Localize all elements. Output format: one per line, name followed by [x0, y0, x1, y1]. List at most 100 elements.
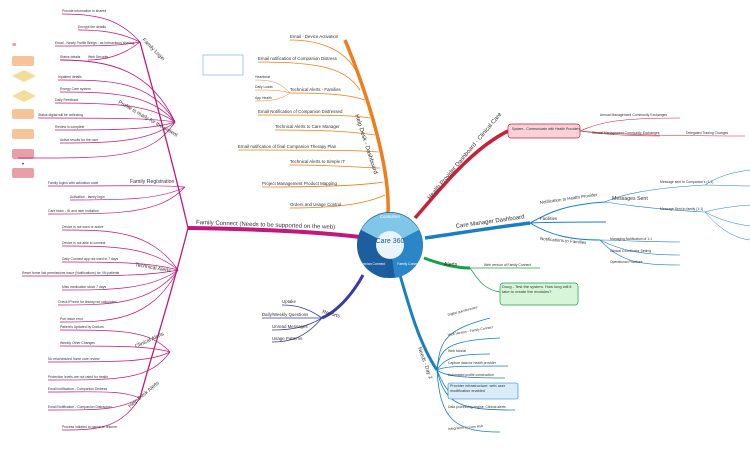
family-login-item-0[interactable]: Provide information in shared: [62, 9, 106, 13]
branch-next-steps: [398, 274, 516, 433]
central-topic[interactable]: Care 360 Consumer Clinician Connect Fami…: [357, 212, 423, 278]
care-manager-item-3[interactable]: Notifications to Families: [540, 236, 587, 245]
reports-item-0[interactable]: Uptake: [282, 299, 296, 304]
alerts-web-label[interactable]: Web version of Family Connect: [484, 263, 531, 267]
next-steps-box[interactable]: [447, 382, 519, 400]
next-step-item-2[interactable]: Web tutorial: [448, 349, 466, 353]
next-steps-box-fo: Provider infrastructure: web-user modifi…: [450, 384, 505, 393]
next-step-item-0[interactable]: Digital questionnaire: [447, 305, 478, 317]
next-step-item-1[interactable]: Web Version - Family Connect: [447, 325, 493, 337]
care-manager-sub-2[interactable]: Operational Practices: [610, 260, 643, 264]
help-desk-sub-0[interactable]: Heartbeat: [255, 75, 270, 79]
daily-alert-item-2[interactable]: Process initiated to pause or resume: [62, 425, 117, 429]
health-provider-box-text: System - Communicate with Health Provide…: [512, 127, 581, 131]
tech-alert-item-5[interactable]: Check iPhone for linking not calculated: [58, 300, 117, 304]
legend-shapes: ≡ •: [12, 42, 36, 178]
registration-label[interactable]: Family Registration: [130, 179, 175, 185]
segment-label-clinician: Clinician Connect: [359, 262, 385, 266]
clinical-alert-item-0[interactable]: Patient's Updated by Doctors: [60, 325, 104, 329]
tech-alert-item-3[interactable]: Reset home link permissions issue (Notif…: [22, 271, 120, 275]
reports-item-1[interactable]: Daily/Weekly Questions: [262, 312, 309, 317]
legend-box-3: [12, 129, 34, 139]
next-step-item-3[interactable]: Capture data for health provider: [448, 361, 497, 365]
profile-item-2[interactable]: Energy Care system: [60, 87, 91, 91]
help-desk-item-7[interactable]: Project Management Product Mapping: [262, 181, 337, 186]
help-desk-item-5[interactable]: Email notification of final Companion Th…: [238, 144, 337, 149]
branch-alerts: [423, 256, 540, 293]
registration-item-0[interactable]: Family logins with activation code: [48, 181, 98, 185]
health-provider-item-1[interactable]: Clinical Management Community Exchanges: [592, 131, 660, 135]
alerts-box-text: Doug - Test the system. How long will it…: [502, 284, 572, 294]
next-step-item-6[interactable]: Integration to Care Hub: [448, 424, 484, 431]
branch-care-manager: [424, 169, 750, 266]
registration-item-1[interactable]: Activation - family login: [70, 195, 105, 199]
reports-label[interactable]: Reports: [321, 309, 340, 320]
tech-alert-item-1[interactable]: Device is not able to connect: [62, 241, 105, 245]
help-desk-item-0[interactable]: Email - Device Activation: [290, 34, 339, 39]
profile-item-6[interactable]: Active results for the user: [60, 138, 99, 142]
care-manager-sub-3[interactable]: Message sent to Companion's (1:1): [660, 180, 713, 184]
tech-alert-item-4[interactable]: Miss medication stock 7 days: [62, 285, 106, 289]
legend-box-2: [12, 109, 34, 119]
legend-diamond-1: [12, 70, 36, 82]
care-manager-item-1[interactable]: Messages Sent: [612, 196, 648, 202]
help-desk-item-3[interactable]: Email Notification of Companion Distress…: [258, 109, 343, 114]
profile-item-5[interactable]: Review in complete: [55, 125, 85, 129]
family-login-item-2[interactable]: Email - Newly Profile Brings - as Intera…: [55, 41, 134, 45]
branch-reports: [262, 274, 365, 343]
help-desk-sub-1[interactable]: Daily Loads: [255, 85, 273, 89]
alerts-label[interactable]: Alerts: [444, 262, 458, 268]
family-login-item-3[interactable]: Web Security: [88, 55, 108, 59]
help-desk-sub-2[interactable]: App Health: [255, 96, 272, 100]
profile-item-0[interactable]: Status details: [60, 55, 81, 59]
help-desk-item-6[interactable]: Technical Alerts to Simple IT: [290, 159, 345, 164]
clinical-alerts-label[interactable]: Clinical Alerts: [134, 331, 165, 350]
tech-alert-item-2[interactable]: Daily Connect app not used in 7 days: [62, 257, 118, 261]
profile-item-1[interactable]: Inpatient details: [58, 75, 82, 79]
segment-consumer[interactable]: [361, 212, 419, 245]
health-provider-item-0[interactable]: Annual Management Community Exchanges: [600, 113, 667, 117]
technical-alerts-label[interactable]: Technical Alerts: [135, 262, 172, 274]
daily-alert-item-1[interactable]: Email Notification - Companion Distracti…: [48, 405, 112, 409]
health-provider-box[interactable]: [507, 123, 581, 139]
reports-item-3[interactable]: Usage Patterns: [272, 336, 303, 341]
registration-item-2[interactable]: Care team - ID and user invitation: [48, 209, 99, 213]
tech-alert-item-0[interactable]: Device is not worn or active: [62, 225, 104, 229]
help-desk-item-8[interactable]: Orders and Usage Control: [290, 202, 341, 207]
care-manager-item-2[interactable]: Facilities: [540, 216, 558, 221]
health-provider-item-2[interactable]: Delegated Trading Changes: [686, 131, 729, 135]
tech-alert-item-6[interactable]: Port issue error: [60, 317, 84, 321]
help-desk-item-2[interactable]: Technical Alerts - Families: [290, 87, 342, 92]
reports-item-2[interactable]: Unread Messages: [272, 324, 308, 329]
legend-diamond-2: [12, 90, 36, 102]
clinical-alert-item-1[interactable]: Weekly Other Changes: [60, 341, 95, 345]
legend-box-4: [12, 149, 34, 159]
family-connect-label[interactable]: Family Connect (Needs to be supported on…: [196, 220, 335, 231]
help-desk-item-4[interactable]: Technical Alerts to Care Manager: [275, 124, 340, 129]
clinical-alert-item-3[interactable]: Protection levels are not rated for heal…: [48, 375, 108, 379]
legend-box-1: [12, 56, 34, 66]
care-manager-sub-1[interactable]: Clinical Coordinator Setting: [610, 249, 651, 253]
next-step-item-5[interactable]: Data processing engine: Clinical alerts: [448, 405, 506, 409]
next-steps-label[interactable]: Needs - Day 2: [416, 347, 433, 380]
legend-dash-icon: ≡: [12, 42, 16, 49]
branch-help-desk: [237, 39, 390, 214]
alerts-box[interactable]: [499, 282, 579, 306]
help-desk-item-1[interactable]: Email notification of Companion Distress: [258, 56, 338, 61]
legend-dot-icon: •: [22, 162, 24, 168]
empty-note-box[interactable]: [202, 54, 244, 76]
family-login-item-1[interactable]: Encrypt the details: [78, 25, 106, 29]
profile-item-3[interactable]: Daily Feedback: [55, 98, 79, 102]
legend-box-5: [12, 168, 34, 178]
profile-label[interactable]: Profile is ready for the patient: [117, 100, 179, 139]
central-title: Care 360: [376, 238, 405, 245]
health-provider-label[interactable]: Health Provider Dashboard - Clinical Car…: [427, 111, 504, 201]
profile-item-4[interactable]: Status digital will be collecting: [38, 113, 83, 117]
next-step-item-4[interactable]: Automated profile construction: [448, 373, 494, 377]
care-manager-sub-4[interactable]: Message Sent to family (1:1): [660, 207, 703, 211]
clinical-alert-item-2[interactable]: No rescheduled home care review: [48, 357, 100, 361]
care-manager-sub-0[interactable]: Managing Notification of 1:1: [610, 237, 652, 241]
daily-alert-item-0[interactable]: Email notification - Companion Distress: [48, 387, 107, 391]
